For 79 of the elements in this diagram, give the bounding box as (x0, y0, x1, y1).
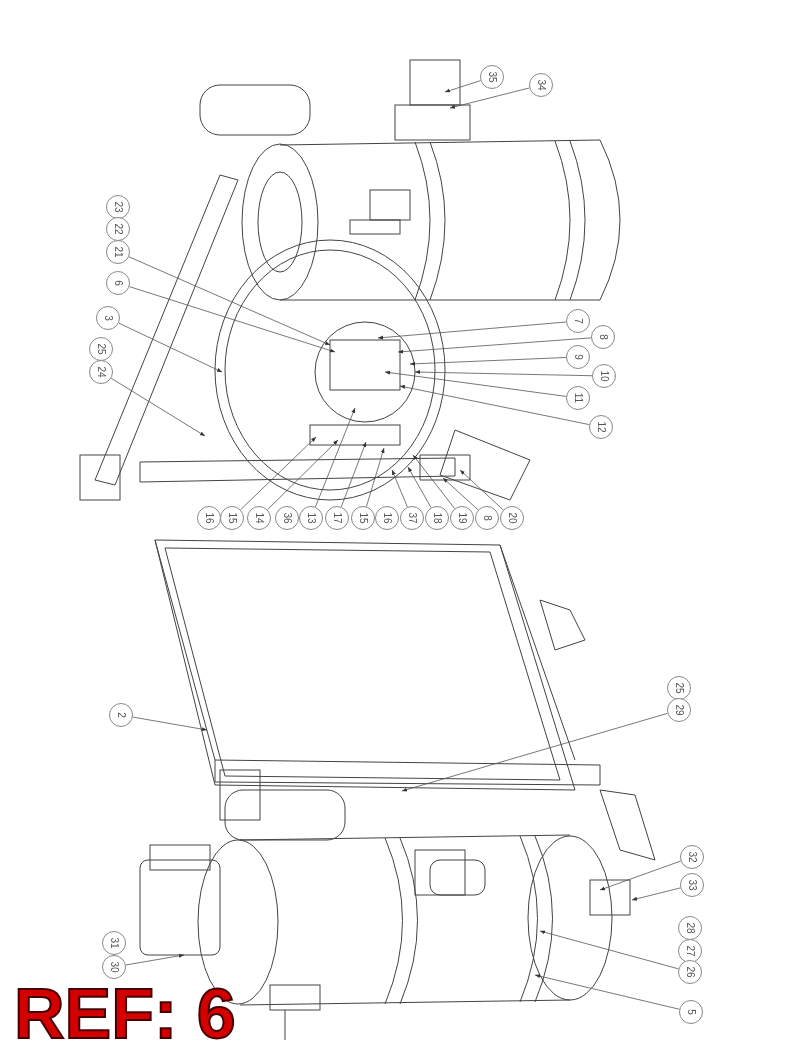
callout-number: 25 (96, 343, 106, 355)
callout-number: 16 (204, 512, 214, 524)
callout-number: 31 (109, 937, 119, 949)
callout-circle (450, 506, 474, 530)
callout-circle (425, 506, 449, 530)
callout-number: 29 (674, 704, 684, 716)
callout-circle (667, 676, 691, 700)
callout-circle (680, 845, 704, 869)
callout-number: 21 (113, 246, 123, 258)
callout-circle (102, 931, 126, 955)
callout-number: 17 (332, 512, 342, 524)
callout-number: 6 (113, 280, 123, 286)
callout-number: 11 (573, 392, 583, 404)
callout-circle (591, 325, 615, 349)
callout-number: 35 (487, 71, 497, 83)
callout-circle (89, 360, 113, 384)
callout-number: 7 (573, 318, 583, 324)
callout-number: 26 (685, 966, 695, 978)
callout-circle (89, 337, 113, 361)
callout-circle (102, 955, 126, 979)
callout-circle (400, 506, 424, 530)
callout-number: 20 (507, 512, 517, 524)
callout-number: 23 (113, 201, 123, 213)
callout-number: 15 (358, 512, 368, 524)
callout-number: 24 (96, 366, 106, 378)
callout-circle (106, 195, 130, 219)
callout-number: 37 (407, 512, 417, 524)
callout-number: 18 (432, 512, 442, 524)
callout-number: 2 (116, 712, 126, 718)
callout-number: 33 (687, 879, 697, 891)
callout-circle (299, 506, 323, 530)
callout-number: 34 (536, 79, 546, 91)
callout-number: 10 (599, 370, 609, 382)
callout-number: 27 (685, 945, 695, 957)
callout-number: 8 (482, 515, 492, 521)
callout-circle (351, 506, 375, 530)
callout-circle (678, 939, 702, 963)
callout-circle (109, 703, 133, 727)
callout-circle (679, 1000, 703, 1024)
callout-number: 16 (382, 512, 392, 524)
callout-number: 32 (687, 851, 697, 863)
callout-circle (96, 306, 120, 330)
callout-circle (197, 506, 221, 530)
callout-number: 9 (573, 354, 583, 360)
callout-number: 3 (103, 315, 113, 321)
callout-number: 28 (685, 922, 695, 934)
callout-circle (247, 506, 271, 530)
callout-circle (106, 271, 130, 295)
callout-number: 36 (282, 512, 292, 524)
callout-circle (680, 873, 704, 897)
callout-circle (106, 217, 130, 241)
callout-circle (275, 506, 299, 530)
callout-circle (529, 73, 553, 97)
callout-circle (678, 916, 702, 940)
callout-circle (566, 309, 590, 333)
callout-circle (566, 386, 590, 410)
callout-circle (667, 698, 691, 722)
callout-circle (500, 506, 524, 530)
callout-circle (220, 506, 244, 530)
callout-number: 19 (457, 512, 467, 524)
callout-circle (480, 65, 504, 89)
callout-number: 13 (306, 512, 316, 524)
callout-circle (475, 506, 499, 530)
callout-circle (375, 506, 399, 530)
reference-number: REF: 6 (14, 978, 236, 1050)
callout-circle (566, 345, 590, 369)
callout-number: 15 (227, 512, 237, 524)
callout-number: 14 (254, 512, 264, 524)
callout-number: 22 (113, 223, 123, 235)
callout-circle (678, 960, 702, 984)
callout-number: 25 (674, 682, 684, 694)
callout-circle (592, 364, 616, 388)
callout-circle (589, 415, 613, 439)
callout-circle (106, 240, 130, 264)
callout-number: 5 (686, 1009, 696, 1015)
callout-number: 12 (596, 421, 606, 433)
callout-number: 8 (598, 334, 608, 340)
callout-number: 30 (109, 961, 119, 973)
callout-circle (325, 506, 349, 530)
